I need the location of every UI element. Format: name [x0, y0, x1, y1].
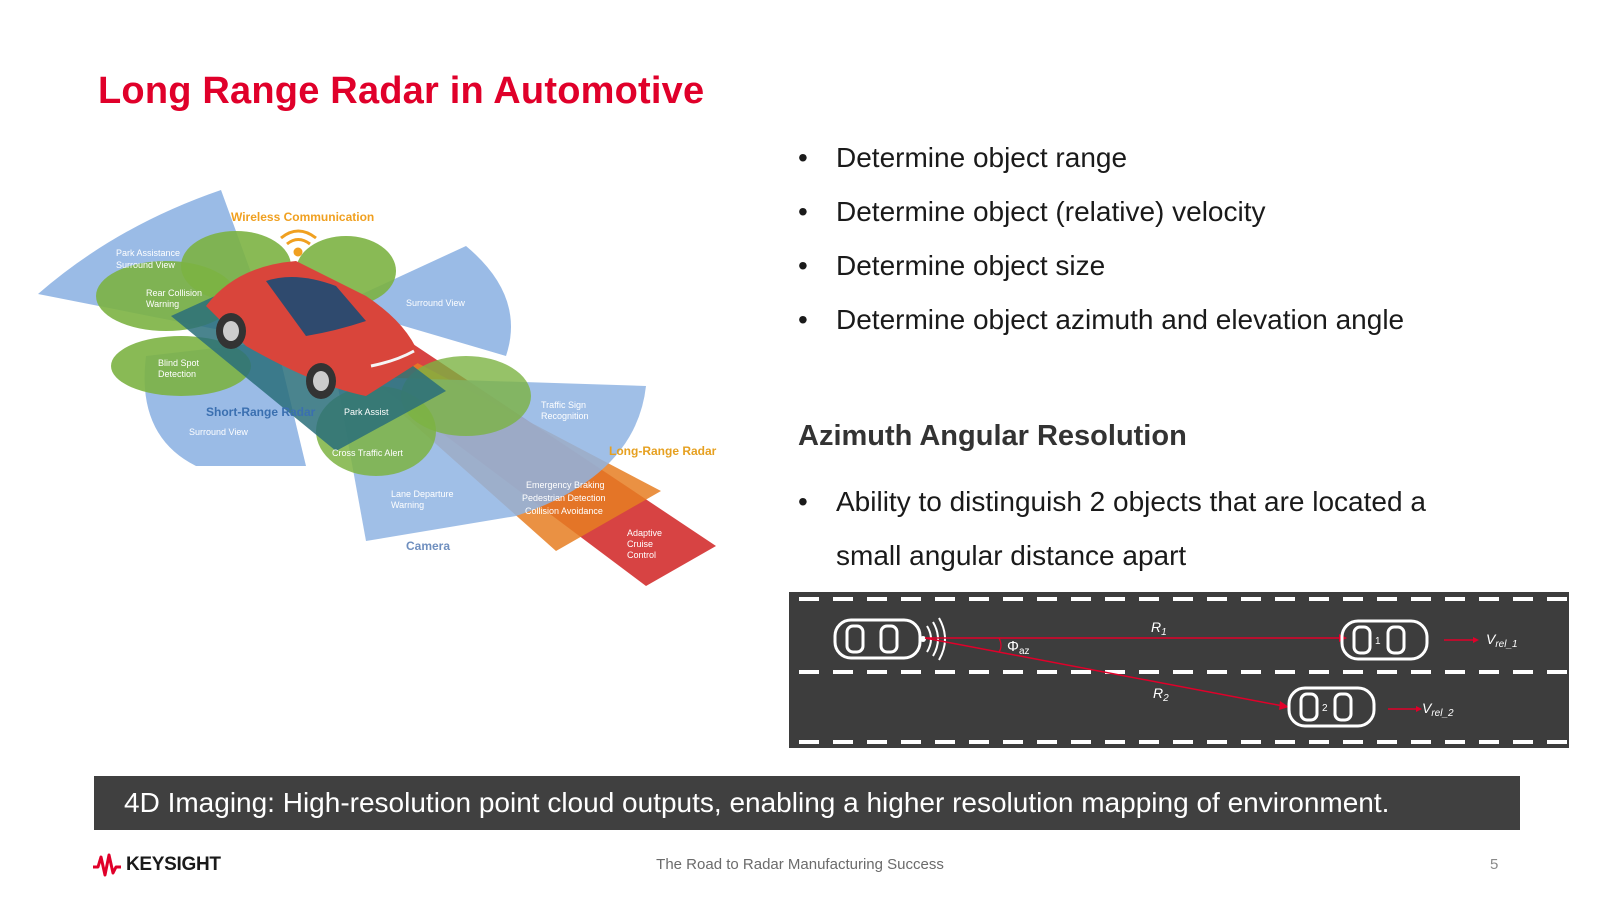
feature-bullet-list: • Determine object range • Determine objec… — [798, 140, 1558, 356]
slide-title: Long Range Radar in Automotive — [98, 70, 705, 112]
section-heading: Azimuth Angular Resolution — [798, 420, 1187, 452]
traffic-sign-label-2: Recognition — [541, 411, 589, 421]
v1-arrowhead — [1473, 637, 1479, 643]
bullet-marker: • — [798, 196, 808, 227]
cross-traffic-label: Cross Traffic Alert — [332, 448, 403, 458]
keysight-logo: KEYSIGHT — [92, 852, 221, 878]
bullet-item-continuation: small angular distance apart — [798, 529, 1558, 583]
bullet-text: Determine object size — [836, 250, 1106, 281]
car-illustration — [206, 261, 421, 399]
srr-right-fan — [336, 246, 511, 356]
surround-view-right-label: Surround View — [406, 298, 465, 308]
rear-collision-label-2: Warning — [146, 299, 179, 309]
summary-banner: 4D Imaging: High-resolution point cloud … — [94, 776, 1520, 830]
logo-wordmark: KEYSIGHT — [126, 854, 221, 875]
bullet-marker: • — [798, 304, 808, 335]
acc-label-2: Cruise — [627, 539, 653, 549]
cross-traffic-zone — [401, 356, 531, 436]
bullet-text: Determine object azimuth and elevation a… — [836, 304, 1405, 335]
park-assist-label: Park Assist — [344, 407, 389, 417]
emergency-label-2: Pedestrian Detection — [522, 493, 606, 503]
azimuth-arc — [998, 637, 1002, 653]
blind-spot-label-1: Blind Spot — [158, 358, 200, 368]
target-car-2-number: 2 — [1322, 703, 1328, 714]
bullet-item: • Determine object range — [798, 140, 1558, 176]
v2-arrowhead — [1416, 706, 1422, 712]
long-range-radar-label: Long-Range Radar — [609, 444, 717, 458]
emergency-label-1: Emergency Braking — [526, 480, 605, 490]
v1-label: Vrel_1 — [1486, 631, 1518, 650]
emergency-label-3: Collision Avoidance — [525, 506, 603, 516]
bullet-text: small angular distance apart — [836, 540, 1187, 571]
v2-label: Vrel_2 — [1422, 700, 1454, 719]
azimuth-label: Φaz — [1007, 638, 1030, 657]
bullet-text: Determine object (relative) velocity — [836, 196, 1266, 227]
short-range-radar-label: Short-Range Radar — [206, 405, 316, 419]
target-car-2 — [1287, 686, 1376, 728]
bullet-item: • Ability to distinguish 2 objects that a… — [798, 475, 1558, 529]
bullet-marker: • — [798, 142, 808, 173]
r2-arrowhead — [1279, 701, 1289, 710]
page-number: 5 — [1490, 856, 1499, 873]
wireless-label: Wireless Communication — [231, 210, 374, 224]
blind-spot-label-2: Detection — [158, 369, 196, 379]
sensor-coverage-diagram: Wireless Communication Park Assistance S… — [38, 190, 717, 586]
bullet-text: Determine object range — [836, 142, 1128, 173]
resolution-bullet-list: • Ability to distinguish 2 objects that a… — [798, 475, 1558, 583]
keysight-wave-icon — [93, 853, 121, 877]
park-assistance-label: Park Assistance — [116, 248, 180, 258]
bullet-text: Ability to distinguish 2 objects that ar… — [836, 486, 1426, 517]
r2-label: R2 — [1153, 685, 1169, 704]
traffic-sign-label-1: Traffic Sign — [541, 400, 586, 410]
bullet-item: • Determine object azimuth and elevation … — [798, 302, 1558, 338]
bullet-marker: • — [798, 486, 808, 517]
rear-collision-label-1: Rear Collision — [146, 288, 202, 298]
lane-departure-label-2: Warning — [391, 500, 424, 510]
footer-title: The Road to Radar Manufacturing Success — [656, 856, 944, 873]
surround-view-label-top: Surround View — [116, 260, 175, 270]
acc-label-3: Control — [627, 550, 656, 560]
lane-departure-label-1: Lane Departure — [391, 489, 454, 499]
azimuth-road-diagram: 1 2 R1 R2 Φaz Vrel_1 Vrel_2 — [789, 592, 1569, 748]
wireless-icon — [280, 229, 317, 257]
camera-label: Camera — [406, 539, 450, 553]
bullet-item: • Determine object size — [798, 248, 1558, 284]
acc-label-1: Adaptive — [627, 528, 662, 538]
surround-view-left-label: Surround View — [189, 427, 248, 437]
target-car-1-number: 1 — [1375, 636, 1381, 647]
range-vector-r2 — [924, 637, 1284, 707]
r1-label: R1 — [1151, 619, 1167, 638]
bullet-item: • Determine object (relative) velocity — [798, 194, 1558, 230]
bullet-marker: • — [798, 250, 808, 281]
target-car-1 — [1340, 619, 1429, 661]
radar-sensor — [920, 636, 926, 642]
